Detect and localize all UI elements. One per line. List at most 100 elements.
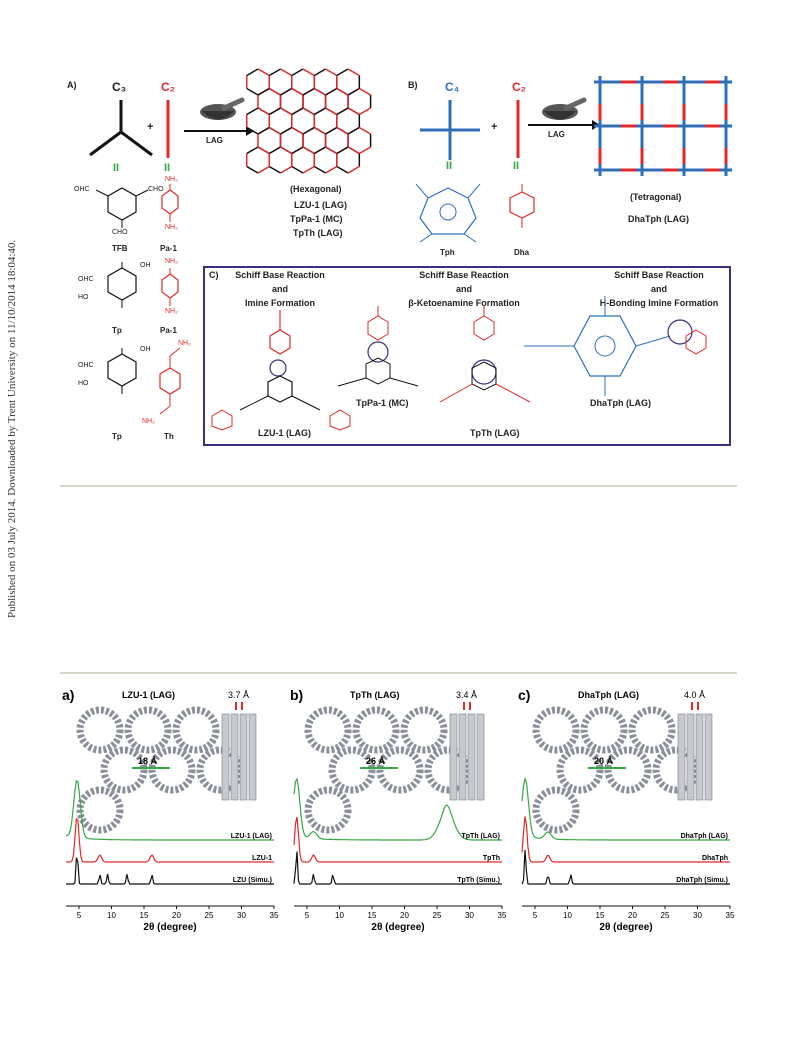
hex-edge (313, 107, 326, 116)
hex-edge (313, 126, 326, 135)
hex-edge (347, 165, 360, 174)
trace-label: TpTh (LAG) (462, 833, 501, 840)
hex-edge (280, 146, 293, 155)
hex-edge (291, 87, 304, 96)
hex-edge (313, 87, 326, 96)
equal-sign-b2: II (513, 160, 520, 172)
hex-edge (246, 87, 259, 96)
mol-pa1-b: Pa-1 (160, 326, 177, 335)
x-tick-label: 10 (107, 911, 116, 920)
trace-label: DhaTph (702, 855, 728, 862)
tetragonal-network (594, 76, 732, 176)
x-tick-label: 30 (693, 911, 702, 920)
framework-image (304, 706, 472, 834)
hex-edge (291, 126, 304, 135)
hex-edge (257, 87, 270, 96)
mol-tph: Tph (440, 248, 455, 257)
equal-sign-a2: II (164, 162, 171, 174)
plus-b: + (491, 121, 498, 133)
pa1-structure-1 (161, 184, 179, 222)
hex-edge (313, 146, 326, 155)
pore-ring (148, 746, 196, 794)
x-tick-label: 30 (465, 911, 474, 920)
tph-structure (415, 183, 481, 243)
dhatph-structure (524, 296, 707, 396)
framework-image (76, 706, 244, 834)
hex-edge (280, 68, 293, 77)
c4-label: C₄ (445, 80, 460, 94)
tp-cho-2: OHC (78, 362, 94, 369)
stack-column (221, 713, 230, 801)
x-tick-label: 20 (172, 911, 181, 920)
lzu1-structure (211, 310, 351, 431)
stack-distance-label: 3.4 Å (456, 690, 477, 700)
hex-edge (257, 146, 270, 155)
pore-size-label: 26 Å (366, 756, 386, 766)
stack-column (677, 713, 686, 801)
trace-label: TpTh (483, 855, 500, 862)
pxrd-trace-1 (521, 816, 730, 863)
c2-symbol-a (166, 100, 170, 158)
col3-title-2: and (650, 284, 667, 294)
stack-distance-label: 4.0 Å (684, 690, 705, 700)
x-tick-label: 5 (77, 911, 82, 920)
lag-label-b: LAG (548, 130, 565, 139)
pore-ring (76, 706, 124, 754)
hex-edge (291, 68, 304, 77)
tp-structure-1 (107, 262, 137, 308)
hex-edge (302, 146, 315, 155)
mol-th: Th (164, 432, 174, 441)
pore-ring (556, 746, 604, 794)
x-axis-label: 2θ (degree) (371, 922, 424, 933)
hex-edge (268, 107, 281, 116)
hex-edge (280, 107, 293, 116)
hex-edge (280, 126, 293, 135)
col2-title-1: Schiff Base Reaction (419, 270, 509, 280)
scheme-c-box (203, 266, 731, 446)
hex-edge (358, 146, 371, 155)
hex-edge (268, 68, 281, 77)
x-tick-label: 30 (237, 911, 246, 920)
hex-edge (358, 87, 371, 96)
stack-column (449, 713, 458, 801)
trace-label: LZU-1 (252, 855, 272, 862)
hex-edge (325, 107, 338, 116)
x-tick-label: 15 (368, 911, 377, 920)
hex-edge (291, 146, 304, 155)
c3-symbol (89, 100, 153, 157)
tp-oh-2: OH (140, 346, 151, 353)
tfb-cho-left: OHC (74, 186, 90, 193)
hex-edge (291, 165, 304, 174)
stack-column (230, 713, 239, 801)
pxrd-trace-0 (293, 777, 502, 841)
stack-column (467, 713, 476, 801)
name-lzu1: LZU-1 (LAG) (258, 428, 311, 438)
hex-edge (325, 87, 338, 96)
mol-tp-1: Tp (112, 326, 122, 335)
plus-a: + (147, 121, 154, 133)
mol-dha: Dha (514, 248, 530, 257)
c2-label-a: C₂ (161, 80, 175, 94)
x-tick-label: 5 (533, 911, 538, 920)
mortar-icon-b (542, 97, 587, 120)
th-nh2-top: NH₂ (178, 340, 191, 347)
pore-ring (352, 706, 400, 754)
x-tick-label: 20 (628, 911, 637, 920)
stack-column (704, 713, 713, 801)
hex-edge (325, 126, 338, 135)
equal-sign-a1: II (113, 162, 120, 174)
x-tick-label: 10 (563, 911, 572, 920)
panel-title: TpTh (LAG) (350, 690, 399, 700)
pore-ring (532, 706, 580, 754)
x-tick-label: 5 (305, 911, 310, 920)
framework-image (532, 706, 700, 834)
pxrd-trace-1 (66, 817, 274, 863)
pxrd-trace-0 (521, 776, 730, 841)
col3-title-3: H-Bonding Imine Formation (599, 298, 719, 308)
hex-edge (291, 107, 304, 116)
trace-label: DhaTph (LAG) (681, 833, 728, 840)
panel-letter: b) (290, 687, 303, 703)
stack-column (458, 713, 467, 801)
tp-ho-1: HO (78, 294, 89, 301)
tp-oh-1: OH (140, 262, 151, 269)
